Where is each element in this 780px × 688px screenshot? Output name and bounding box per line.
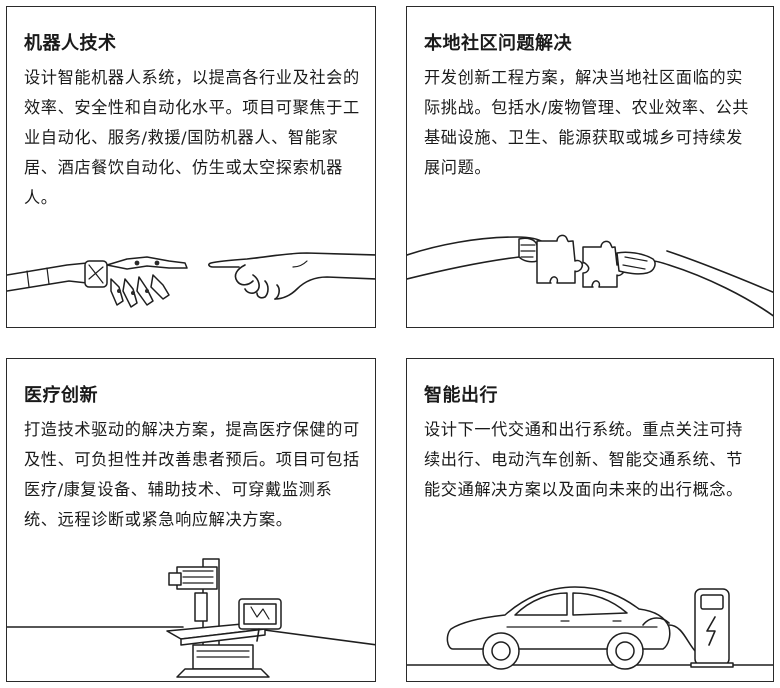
card-medical: 医疗创新 打造技术驱动的解决方案，提高医疗保健的可及性、可负担性并改善患者预后。…: [6, 358, 376, 682]
card-title: 医疗创新: [24, 385, 98, 406]
x-ray-machine-icon: [7, 547, 375, 681]
card-community: 本地社区问题解决 开发创新工程方案，解决当地社区面临的实际挑战。包括水/废物管理…: [406, 6, 774, 328]
card-title: 机器人技术: [24, 33, 117, 54]
card-body: 打造技术驱动的解决方案，提高医疗保健的可及性、可负担性并改善患者预后。项目可包括…: [24, 420, 360, 529]
card-title: 智能出行: [424, 385, 498, 406]
electric-car-charging-icon: [407, 565, 773, 681]
card-robotics: 机器人技术 设计智能机器人系统，以提高各行业及社会的效率、安全性和自动化水平。项…: [6, 6, 376, 328]
card-body: 开发创新工程方案，解决当地社区面临的实际挑战。包括水/废物管理、农业效率、公共基…: [424, 68, 750, 177]
card-body: 设计下一代交通和出行系统。重点关注可持续出行、电动汽车创新、智能交通系统、节能交…: [424, 420, 743, 499]
card-body: 设计智能机器人系统，以提高各行业及社会的效率、安全性和自动化水平。项目可聚焦于工…: [24, 68, 360, 207]
robot-human-hands-icon: [7, 235, 375, 327]
card-title: 本地社区问题解决: [424, 33, 572, 54]
card-mobility: 智能出行 设计下一代交通和出行系统。重点关注可持续出行、电动汽车创新、智能交通系…: [406, 358, 774, 682]
hands-puzzle-pieces-icon: [407, 217, 773, 327]
